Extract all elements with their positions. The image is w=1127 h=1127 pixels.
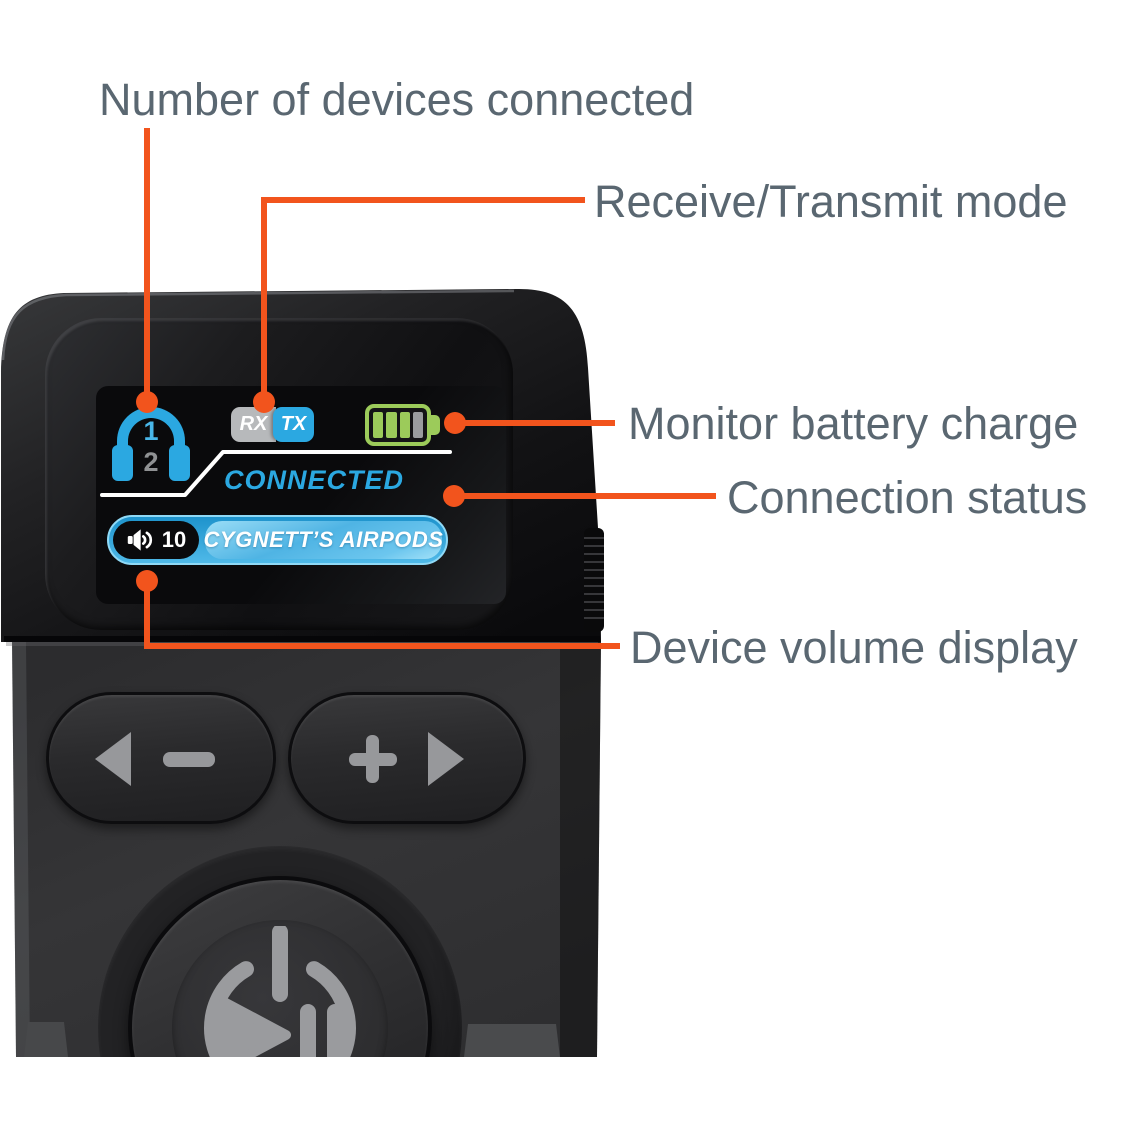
device-name-text: CYGNETT’S AIRPODS bbox=[203, 527, 444, 552]
tx-mode-badge: TX bbox=[273, 407, 314, 442]
screen-divider-line bbox=[100, 450, 452, 497]
device-name-plate: CYGNETT’S AIRPODS bbox=[203, 521, 444, 559]
power-play-pause-icon bbox=[204, 926, 356, 1057]
volume-badge: 10 bbox=[113, 521, 199, 559]
plus-icon bbox=[366, 735, 379, 783]
battery-cell bbox=[412, 412, 423, 438]
minus-icon bbox=[163, 752, 215, 767]
device-foot-left bbox=[24, 1022, 68, 1057]
speaker-icon bbox=[127, 529, 152, 551]
housing-seam bbox=[4, 636, 600, 642]
previous-track-icon bbox=[95, 732, 131, 786]
headphones-earcup-right bbox=[169, 445, 190, 481]
device-photo: 1 2 RX TX CONNECTED bbox=[1, 288, 604, 1057]
device-screen: 1 2 RX TX CONNECTED bbox=[96, 386, 506, 604]
battery-cell bbox=[386, 412, 397, 438]
device-foot-right bbox=[464, 1024, 560, 1057]
device-count-2: 2 bbox=[143, 447, 159, 477]
back-volume-down-button bbox=[46, 692, 276, 824]
battery-icon bbox=[365, 404, 441, 446]
volume-bar: 10 CYGNETT’S AIRPODS bbox=[107, 515, 448, 565]
side-button bbox=[584, 528, 604, 632]
battery-cell bbox=[373, 412, 384, 438]
battery-body bbox=[365, 404, 431, 446]
battery-cell bbox=[399, 412, 410, 438]
battery-terminal bbox=[431, 415, 440, 435]
headphones-earcup-left bbox=[112, 445, 133, 481]
device-count-1: 1 bbox=[143, 416, 159, 446]
volume-level: 10 bbox=[161, 527, 187, 552]
forward-volume-up-button bbox=[288, 692, 526, 824]
next-track-icon bbox=[428, 732, 464, 786]
connection-status-text: CONNECTED bbox=[224, 465, 405, 495]
